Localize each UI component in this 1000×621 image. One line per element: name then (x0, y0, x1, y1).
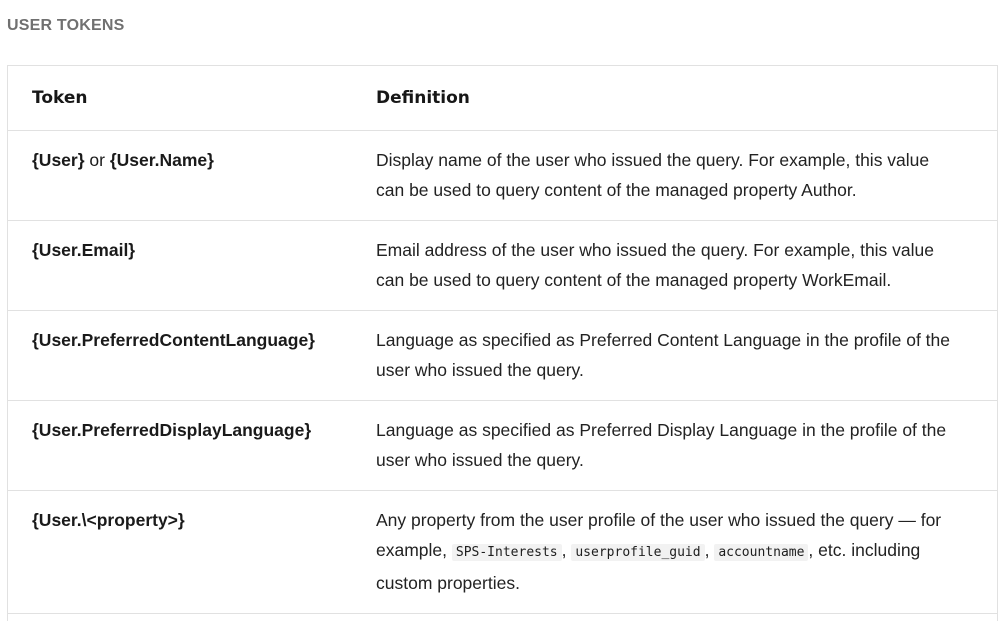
table-row: {User.\<property>} Any property from the… (8, 490, 997, 614)
code-userprofile-guid: userprofile_guid (571, 544, 705, 561)
user-tokens-table: Token Definition {User} or {User.Name} D… (8, 66, 997, 614)
token-separator: or (84, 150, 110, 170)
table-row: {User.Email} Email address of the user w… (8, 220, 997, 311)
token-cell: {User} or {User.Name} (8, 130, 352, 221)
definition-cell: Display name of the user who issued the … (352, 130, 997, 221)
table-row: {User.PreferredContentLanguage} Language… (8, 310, 997, 401)
definition-separator: , (561, 540, 572, 560)
token-cell: {User.PreferredContentLanguage} (8, 310, 352, 401)
token-cell: {User.PreferredDisplayLanguage} (8, 400, 352, 491)
definition-text: Any property from the user profile of th… (376, 510, 942, 560)
token-cell: {User.Email} (8, 220, 352, 311)
definition-cell: Email address of the user who issued the… (352, 220, 997, 311)
definition-cell: Any property from the user profile of th… (352, 490, 997, 614)
code-accountname: accountname (714, 544, 809, 561)
user-tokens-table-container: Token Definition {User} or {User.Name} D… (7, 65, 998, 621)
definition-cell: Language as specified as Preferred Displ… (352, 400, 997, 491)
token-name: {User.Name} (109, 150, 214, 170)
table-header-row: Token Definition (8, 66, 997, 131)
definition-cell: Language as specified as Preferred Conte… (352, 310, 997, 401)
definition-separator: , (704, 540, 715, 560)
table-row: {User.PreferredDisplayLanguage} Language… (8, 400, 997, 491)
column-header-token: Token (8, 66, 352, 131)
code-sps-interests: SPS-Interests (451, 544, 562, 561)
table-row: {User} or {User.Name} Display name of th… (8, 130, 997, 221)
token-cell: {User.\<property>} (8, 490, 352, 614)
definition-text: , etc. including custom properties. (376, 540, 921, 593)
section-heading: USER TOKENS (7, 17, 125, 34)
column-header-definition: Definition (352, 66, 997, 131)
token-name: {User} (32, 150, 85, 170)
